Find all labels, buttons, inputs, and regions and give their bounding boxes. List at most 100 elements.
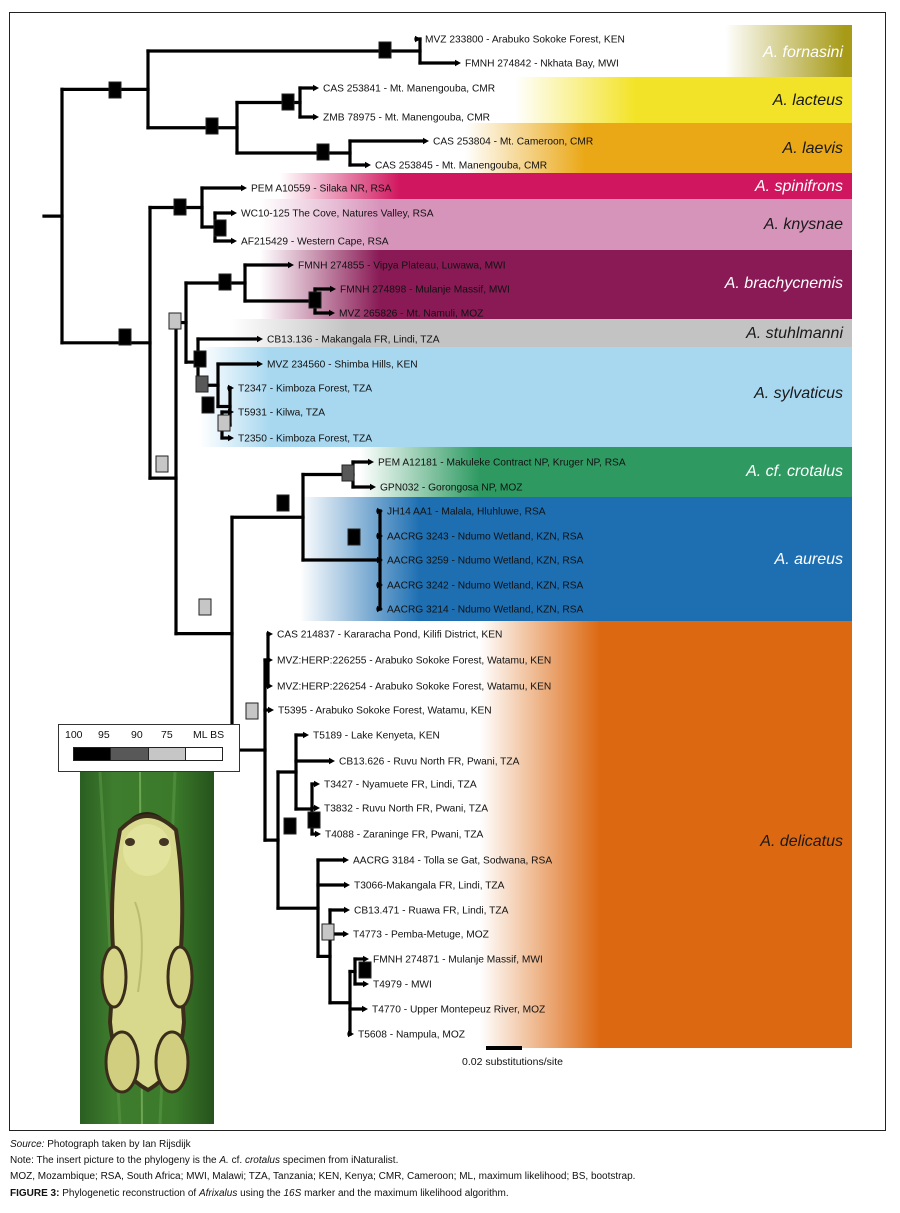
support-node-90 (245, 702, 259, 720)
caption-note-post: specimen from iNaturalist. (279, 1155, 399, 1166)
tip-label: ZMB 78975 - Mt. Manengouba, CMR (323, 113, 490, 124)
caption-figure-post: marker and the maximum likelihood algori… (301, 1188, 509, 1199)
support-node-100 (201, 396, 215, 414)
support-node-100 (108, 81, 122, 99)
support-node-100 (347, 528, 361, 546)
tip-label: AACRG 3214 - Ndumo Wetland, KZN, RSA (387, 605, 583, 616)
caption-figure-pre: Phylogenetic reconstruction of (59, 1188, 199, 1199)
support-node-95 (341, 464, 355, 482)
caption-note-italic: A. (219, 1155, 229, 1166)
scale-bar (486, 1046, 522, 1050)
clade-band-2 (200, 123, 852, 173)
tip-label: T2350 - Kimboza Forest, TZA (238, 434, 372, 445)
tip-label: CB13.136 - Makangala FR, Lindi, TZA (267, 335, 440, 346)
tip-label: MVZ 234560 - Shimba Hills, KEN (267, 360, 418, 371)
support-node-100 (118, 328, 132, 346)
tip-arrow (455, 59, 461, 67)
tip-label: AACRG 3184 - Tolla se Gat, Sodwana, RSA (353, 856, 552, 867)
tip-label: CAS 253845 - Mt. Manengouba, CMR (375, 161, 547, 172)
tip-label: CB13.626 - Ruvu North FR, Pwani, TZA (339, 757, 520, 768)
clade-band-3 (200, 173, 852, 199)
support-node-100 (308, 291, 322, 309)
tip-label: MVZ 233800 - Arabuko Sokoke Forest, KEN (425, 35, 625, 46)
tip-label: T4770 - Upper Montepeuz River, MOZ (372, 1005, 545, 1016)
tip-arrow (315, 830, 321, 838)
tip-arrow (377, 532, 383, 540)
caption-figure-mid: using the (237, 1188, 284, 1199)
tip-arrow (343, 856, 349, 864)
support-node-100 (378, 41, 392, 59)
tip-arrow (231, 209, 237, 217)
support-node-100 (358, 961, 372, 979)
tip-label: AACRG 3259 - Ndumo Wetland, KZN, RSA (387, 556, 583, 567)
tip-label: T3832 - Ruvu North FR, Pwani, TZA (324, 804, 488, 815)
support-node-100 (276, 494, 290, 512)
legend-label: ML BS (193, 729, 225, 741)
tip-arrow (313, 84, 319, 92)
clade-label-4: A. knysnae (763, 216, 843, 233)
legend-swatch-90 (148, 748, 186, 760)
tip-arrow (330, 285, 336, 293)
tip-arrow (329, 757, 335, 765)
tip-arrow (368, 458, 374, 466)
tip-label: T5608 - Nampula, MOZ (358, 1030, 465, 1041)
tip-label: T5395 - Arabuko Sokoke Forest, Watamu, K… (278, 706, 492, 717)
clade-band-4 (200, 199, 852, 250)
caption-source-label: Source: (10, 1139, 45, 1150)
tip-arrow (370, 483, 376, 491)
clade-label-10: A. delicatus (759, 833, 843, 850)
tip-label: T2347 - Kimboza Forest, TZA (238, 384, 372, 395)
caption-note: Note: The insert picture to the phylogen… (10, 1155, 398, 1166)
tip-arrow (228, 434, 234, 442)
tip-arrow (423, 137, 429, 145)
caption-abbreviations: MOZ, Mozambique; RSA, South Africa; MWI,… (10, 1171, 636, 1182)
support-node-100 (283, 817, 297, 835)
clade-label-8: A. cf. crotalus (745, 463, 843, 480)
support-nodes (108, 41, 392, 979)
caption-figure-label: FIGURE 3: (10, 1188, 60, 1199)
figure-frame (9, 12, 886, 1131)
tip-arrow (303, 731, 309, 739)
legend-tick-95: 95 (98, 729, 110, 741)
tip-arrow (228, 384, 234, 392)
tip-label: MVZ:HERP:226254 - Arabuko Sokoke Forest,… (277, 682, 551, 693)
support-node-100 (316, 143, 330, 161)
tip-label: CAS 214837 - Kararacha Pond, Kilifi Dist… (277, 630, 502, 641)
tip-arrow (344, 906, 350, 914)
tip-label: MVZ:HERP:226255 - Arabuko Sokoke Forest,… (277, 656, 551, 667)
tip-arrows (228, 35, 461, 1038)
tip-arrow (348, 1030, 354, 1038)
clade-label-7: A. sylvaticus (753, 385, 843, 402)
tip-arrow (363, 955, 369, 963)
legend-color-bar (73, 747, 223, 761)
tip-arrow (377, 605, 383, 613)
tip-arrow (228, 408, 234, 416)
clade-label-1: A. lacteus (772, 92, 843, 109)
clade-band-6 (200, 319, 852, 347)
tip-arrow (314, 804, 320, 812)
tip-arrow (344, 881, 350, 889)
tip-label: T4979 - MWI (373, 980, 432, 991)
tip-label: CAS 253841 - Mt. Manengouba, CMR (323, 84, 495, 95)
caption-figure: FIGURE 3: Phylogenetic reconstruction of… (10, 1188, 509, 1199)
tip-arrow (313, 113, 319, 121)
legend-tick-75: 75 (161, 729, 173, 741)
support-node-90 (198, 598, 212, 616)
tip-arrow (267, 656, 273, 664)
tip-label: T5189 - Lake Kenyeta, KEN (313, 731, 440, 742)
support-legend: 100 95 90 75 ML BS (58, 724, 240, 772)
support-node-90 (155, 455, 169, 473)
tip-arrow (288, 261, 294, 269)
legend-swatch-75 (185, 748, 222, 760)
legend-swatch-95 (111, 748, 149, 760)
frog-photo (80, 772, 214, 1124)
clade-label-6: A. stuhlmanni (745, 325, 843, 342)
support-node-100 (173, 198, 187, 216)
tip-label: WC10-125 The Cove, Natures Valley, RSA (241, 209, 434, 220)
tip-label: PEM A10559 - Silaka NR, RSA (251, 184, 392, 195)
tip-label: MVZ 265826 - Mt. Namuli, MOZ (339, 309, 483, 320)
support-node-100 (218, 273, 232, 291)
tip-arrow (343, 930, 349, 938)
tip-arrow (241, 184, 247, 192)
caption-figure-italic: Afrixalus (198, 1188, 238, 1199)
